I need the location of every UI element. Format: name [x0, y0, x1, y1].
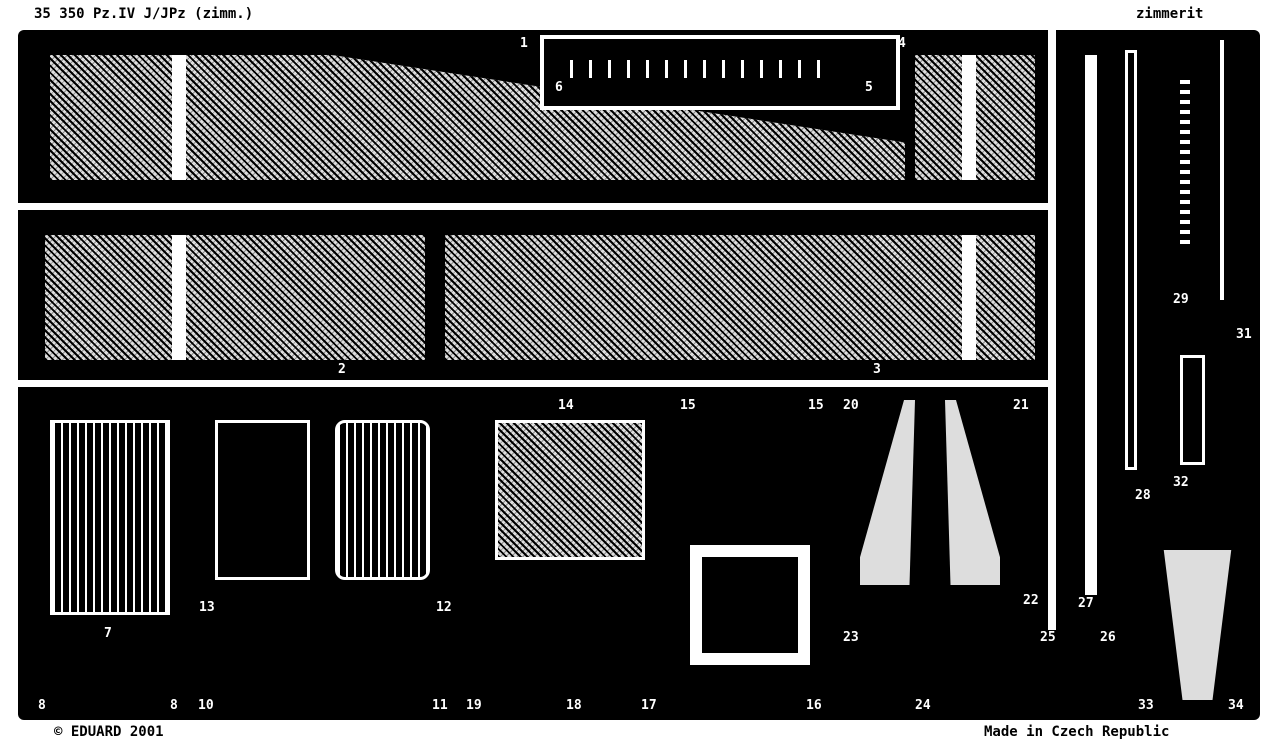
panel-divider: [962, 55, 976, 180]
panel-divider: [172, 235, 186, 360]
part-label: 6: [555, 80, 563, 95]
hinge-strip: [570, 60, 820, 78]
part-label: 29: [1173, 292, 1189, 307]
part-label: 23: [843, 630, 859, 645]
part-label: 8: [170, 698, 178, 713]
fret-title: 35 350 Pz.IV J/JPz (zimm.): [30, 6, 258, 22]
part-label: 21: [1013, 398, 1029, 413]
part-label: 7: [104, 626, 112, 641]
part-32: [1180, 355, 1205, 465]
mesh-14: [495, 420, 645, 560]
origin-text: Made in Czech Republic: [980, 724, 1174, 740]
frame-16: [690, 545, 810, 665]
grille-7: [50, 420, 170, 615]
copyright-text: © EDUARD 2001: [50, 724, 168, 740]
part-label: 27: [1078, 596, 1094, 611]
part-label: 11: [432, 698, 448, 713]
part-label: 15: [808, 398, 824, 413]
part-label: 30: [1228, 16, 1244, 31]
part-label: 25: [1040, 630, 1056, 645]
part-label: 20: [843, 398, 859, 413]
sprue-bar: [18, 380, 1048, 387]
part-label: 12: [436, 600, 452, 615]
part-label: 14: [558, 398, 574, 413]
fret-subtitle: zimmerit: [1132, 6, 1208, 22]
panel-divider: [962, 235, 976, 360]
part-label: 33: [1138, 698, 1154, 713]
part-label: 8: [38, 698, 46, 713]
rod-27: [1085, 55, 1097, 595]
strip-29: [1180, 80, 1190, 250]
part-label: 26: [1100, 630, 1116, 645]
part-label: 16: [806, 698, 822, 713]
strip-30: [1220, 40, 1224, 300]
part-label: 4: [898, 36, 906, 51]
part-label: 34: [1228, 698, 1244, 713]
rod-28: [1125, 50, 1137, 470]
zimmerit-panel-3: [445, 235, 1035, 360]
part-label: 28: [1135, 488, 1151, 503]
part-label: 13: [199, 600, 215, 615]
grille-12: [335, 420, 430, 580]
hatch-13: [215, 420, 310, 580]
part-label: 22: [1023, 593, 1039, 608]
part-label: 24: [915, 698, 931, 713]
part-label: 19: [466, 698, 482, 713]
zimmerit-panel-2: [45, 235, 425, 360]
part-label: 2: [338, 362, 346, 377]
part-label: 32: [1173, 475, 1189, 490]
part-label: 18: [566, 698, 582, 713]
part-label: 3: [873, 362, 881, 377]
part-label: 5: [865, 80, 873, 95]
sprue-bar: [18, 203, 1048, 210]
part-label: 15: [680, 398, 696, 413]
part-label: 31: [1236, 327, 1252, 342]
panel-divider: [172, 55, 186, 180]
part-label: 1: [520, 36, 528, 51]
part-label: 17: [641, 698, 657, 713]
sprue-bar: [1048, 30, 1056, 630]
part-label: 10: [198, 698, 214, 713]
